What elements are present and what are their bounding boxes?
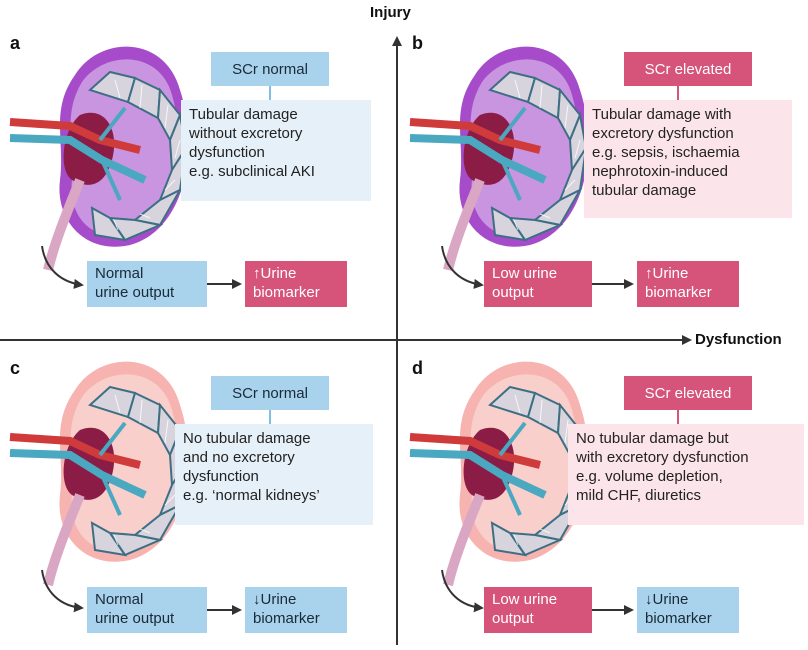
panel-letter-c: c: [10, 358, 20, 379]
description-line: nephrotoxin-induced: [592, 162, 784, 181]
description-box-c: No tubular damage and no excretory dysfu…: [175, 424, 373, 525]
description-line: excretory dysfunction: [592, 124, 784, 143]
panel-letter-a: a: [10, 33, 20, 54]
output-line: Low urine: [492, 264, 584, 283]
description-line: No tubular damage but: [576, 429, 796, 448]
biomarker-box-b: ↑Urine biomarker: [637, 261, 739, 307]
scr-box-d: SCr elevated: [624, 376, 752, 410]
biomarker-box-c: ↓Urine biomarker: [245, 587, 347, 633]
kidney-a-illustration: [10, 47, 188, 270]
injury-axis-label: Injury: [370, 4, 411, 21]
output-line: urine output: [95, 609, 199, 628]
biomarker-box-d: ↓Urine biomarker: [637, 587, 739, 633]
urine-output-box-c: Normal urine output: [87, 587, 207, 633]
urine-output-box-a: Normal urine output: [87, 261, 207, 307]
description-line: Tubular damage with: [592, 105, 784, 124]
output-line: Low urine: [492, 590, 584, 609]
output-line: output: [492, 283, 584, 302]
biomarker-line: ↓Urine: [253, 590, 339, 609]
description-line: No tubular damage: [183, 429, 365, 448]
description-box-b: Tubular damage with excretory dysfunctio…: [584, 100, 792, 218]
description-line: dysfunction: [183, 467, 365, 486]
biomarker-line: ↓Urine: [645, 590, 731, 609]
dysfunction-axis-label: Dysfunction: [695, 331, 782, 348]
description-line: e.g. subclinical AKI: [189, 162, 363, 181]
output-line: urine output: [95, 283, 199, 302]
panel-letter-d: d: [412, 358, 423, 379]
biomarker-line: biomarker: [645, 609, 731, 628]
description-line: and no excretory: [183, 448, 365, 467]
panel-letter-b: b: [412, 33, 423, 54]
urine-output-box-b: Low urine output: [484, 261, 592, 307]
biomarker-line: biomarker: [253, 609, 339, 628]
output-line: Normal: [95, 264, 199, 283]
biomarker-line: biomarker: [253, 283, 339, 302]
description-line: Tubular damage: [189, 105, 363, 124]
description-box-a: Tubular damage without excretory dysfunc…: [181, 100, 371, 201]
biomarker-box-a: ↑Urine biomarker: [245, 261, 347, 307]
urine-output-box-d: Low urine output: [484, 587, 592, 633]
biomarker-line: ↑Urine: [645, 264, 731, 283]
kidney-c-illustration: [10, 362, 188, 585]
description-line: tubular damage: [592, 181, 784, 200]
description-line: e.g. ‘normal kidneys’: [183, 486, 365, 505]
biomarker-line: biomarker: [645, 283, 731, 302]
output-line: output: [492, 609, 584, 628]
kidney-b-illustration: [410, 47, 588, 270]
biomarker-line: ↑Urine: [253, 264, 339, 283]
description-line: with excretory dysfunction: [576, 448, 796, 467]
description-line: mild CHF, diuretics: [576, 486, 796, 505]
description-box-d: No tubular damage but with excretory dys…: [568, 424, 804, 525]
output-line: Normal: [95, 590, 199, 609]
description-line: e.g. volume depletion,: [576, 467, 796, 486]
description-line: e.g. sepsis, ischaemia: [592, 143, 784, 162]
kidney-d-illustration: [410, 362, 588, 585]
description-line: dysfunction: [189, 143, 363, 162]
scr-box-a: SCr normal: [211, 52, 329, 86]
scr-box-b: SCr elevated: [624, 52, 752, 86]
scr-box-c: SCr normal: [211, 376, 329, 410]
description-line: without excretory: [189, 124, 363, 143]
